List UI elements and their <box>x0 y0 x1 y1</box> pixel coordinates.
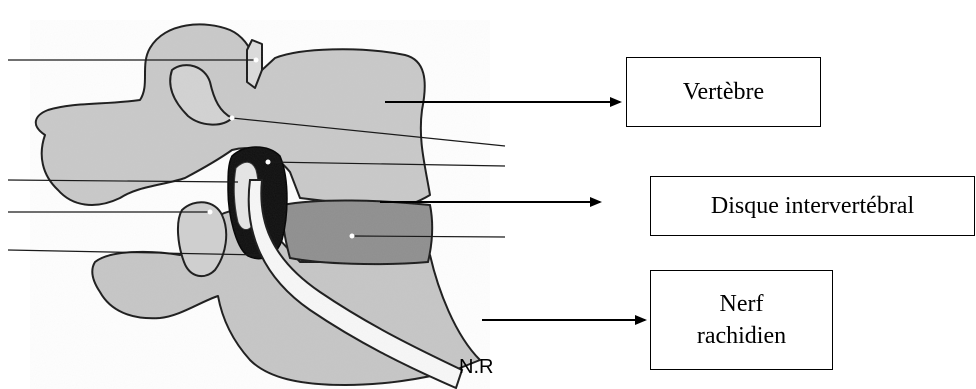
label-disque-text: Disque intervertébral <box>711 190 914 222</box>
label-nerf-line2: rachidien <box>697 320 786 352</box>
label-nerf-line1: Nerf <box>720 288 764 320</box>
label-vertebre-text: Vertèbre <box>683 76 764 108</box>
label-vertebre: Vertèbre <box>626 57 821 127</box>
label-nerf-rachidien: Nerf rachidien <box>650 270 833 370</box>
nerve-root-tag: N.R <box>459 356 493 379</box>
label-disque-intervertebral: Disque intervertébral <box>650 176 975 236</box>
